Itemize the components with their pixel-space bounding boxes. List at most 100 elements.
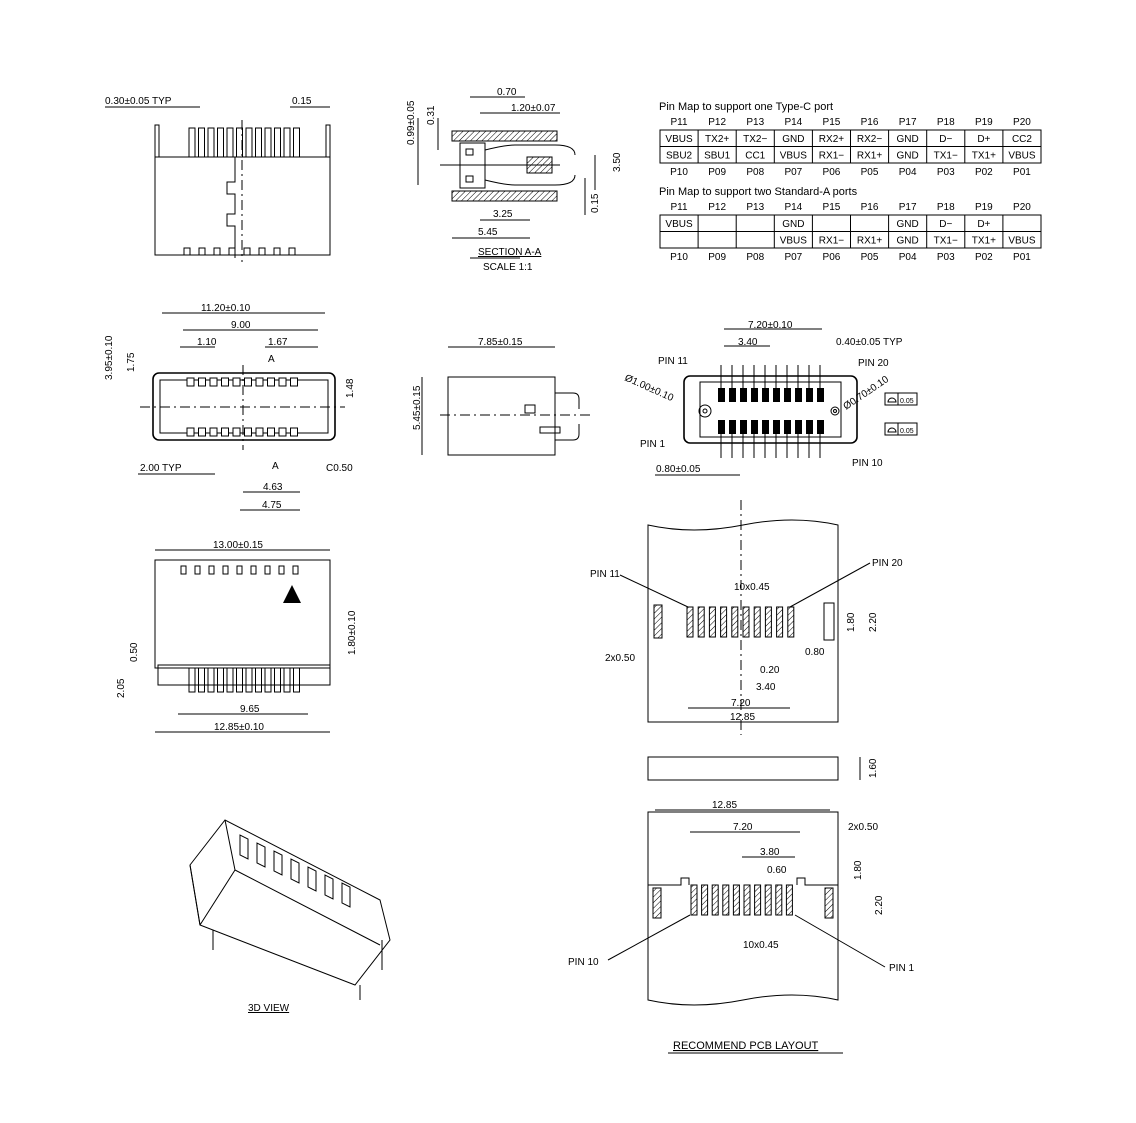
pin-signal: GND [897, 219, 919, 230]
contact-pin [773, 420, 780, 434]
contact-fin [307, 866, 317, 892]
solder-tail [213, 247, 221, 256]
contact-pin [188, 667, 196, 693]
contact-pin [221, 427, 229, 437]
pin-number: P20 [1013, 202, 1031, 213]
contact-pin [198, 127, 205, 158]
contact-pin [217, 127, 224, 158]
pin-signal: SBU1 [704, 151, 731, 162]
dim-13-00: 13.00±0.15 [213, 540, 263, 551]
contact-pin [817, 388, 824, 402]
solder-tail [183, 247, 191, 256]
pin-signal: VBUS [1008, 236, 1036, 247]
bottom-view: 7.20±0.10 3.40 0.40±0.05 TYP PIN 11 PIN … [623, 320, 918, 476]
top-pin [180, 565, 187, 575]
dim-1-67: 1.67 [268, 337, 288, 348]
dim-3-40-bottom: 3.40 [738, 337, 758, 348]
pcb-thickness: 1.60 [647, 756, 879, 781]
pin-signal: GND [897, 236, 919, 247]
top-pin [292, 565, 299, 575]
pin1-triangle-marker [283, 585, 301, 603]
dim-0-15: 0.15 [590, 193, 601, 213]
contact-pin [232, 377, 241, 387]
label-pcb-pin-20: PIN 20 [872, 558, 903, 569]
contact-pin [806, 420, 813, 434]
pcb-pad [776, 606, 784, 638]
dim-1-20: 1.20±0.07 [511, 103, 556, 114]
dim-0-50-rear: 0.50 [129, 642, 140, 662]
dim-2-20-pcb: 2.20 [868, 612, 879, 632]
contact-pin [795, 420, 802, 434]
contact-pin [188, 127, 196, 158]
pin-number: P17 [899, 202, 917, 213]
view-3d: 3D VIEW [189, 819, 391, 1014]
contact-pin [762, 388, 769, 402]
dim-1-75: 1.75 [126, 352, 137, 372]
dim-7-20-bottom: 7.20±0.10 [748, 320, 793, 331]
label-pin-1: PIN 1 [640, 439, 665, 450]
pin-signal: RX1− [819, 151, 844, 162]
contact-pin [290, 377, 298, 387]
dim-4-63: 4.63 [263, 482, 283, 493]
top-pin [250, 565, 257, 575]
pcb-pad [785, 884, 793, 916]
solder-tail [273, 247, 281, 256]
dim-dia-0-70: Ø0.70±0.10 [842, 374, 892, 413]
solder-tail [288, 247, 296, 256]
dim-pitch-top: 10x0.45 [734, 582, 770, 593]
pcb-pad [701, 884, 709, 916]
pin-number: P10 [670, 252, 688, 263]
pcb-pad [690, 884, 698, 916]
pcb-layout-bottom: 12.85 7.20 2x0.50 3.80 0.60 1.80 2.20 PI… [568, 800, 914, 1054]
dim-3-50: 3.50 [612, 152, 623, 172]
contact-pin [784, 388, 791, 402]
pcb-pad [722, 884, 730, 916]
pin-number: P19 [975, 202, 993, 213]
pin-number: P19 [975, 117, 993, 128]
contact-pin [232, 427, 241, 437]
flatness-tolerance-2: 0.05 [900, 428, 914, 435]
dim-0-80-pcb: 0.80 [805, 647, 825, 658]
dim-9-65: 9.65 [240, 704, 260, 715]
section-title: SECTION A-A [478, 247, 542, 258]
pin-number: P04 [899, 252, 917, 263]
pin-map-tables: Pin Map to support one Type-C port Pin M… [659, 101, 1042, 263]
contact-pin [267, 427, 275, 437]
contact-pin [209, 427, 218, 437]
dim-11-20: 11.20±0.10 [201, 303, 251, 314]
contact-pin [244, 377, 252, 387]
contact-pin [264, 667, 272, 693]
solder-tail [258, 247, 266, 256]
pin-number: P07 [784, 252, 802, 263]
contact-pin [255, 127, 262, 158]
contact-pin [718, 388, 725, 402]
pcb-layout-top: PIN 11 PIN 20 10x0.45 1.80 2.20 2x0.50 0… [590, 500, 903, 735]
contact-pin [740, 388, 747, 402]
contact-pin [293, 667, 300, 693]
flatness-icon [887, 397, 897, 403]
pin-signal: TX1+ [972, 151, 996, 162]
top-view: 11.20±0.10 9.00 1.10 1.67 A 3.95±0.10 1.… [104, 303, 356, 511]
dim-0-60: 0.60 [767, 865, 787, 876]
dim-0-70: 0.70 [497, 87, 517, 98]
contact-pin [255, 427, 264, 437]
contact-fin [290, 858, 300, 884]
top-pin [278, 565, 285, 575]
pin-signal: TX1+ [972, 236, 996, 247]
pin-number: P02 [975, 167, 993, 178]
pin-signal: D+ [977, 134, 990, 145]
dim-2x0-50-top: 2x0.50 [605, 653, 635, 664]
dim-0-31: 0.31 [426, 105, 437, 125]
label-3d-view: 3D VIEW [248, 1003, 290, 1014]
pin-signal: VBUS [665, 219, 693, 230]
pin-signal: VBUS [665, 134, 693, 145]
flatness-tolerance-1: 0.05 [900, 398, 914, 405]
pin-number: P13 [746, 117, 764, 128]
pin-number: P03 [937, 167, 955, 178]
contact-pin [209, 377, 218, 387]
contact-fin [239, 834, 249, 860]
dim-3-25: 3.25 [493, 209, 513, 220]
contact-pin [226, 127, 234, 158]
contact-pin [198, 667, 205, 693]
pin-signal: D+ [977, 219, 990, 230]
